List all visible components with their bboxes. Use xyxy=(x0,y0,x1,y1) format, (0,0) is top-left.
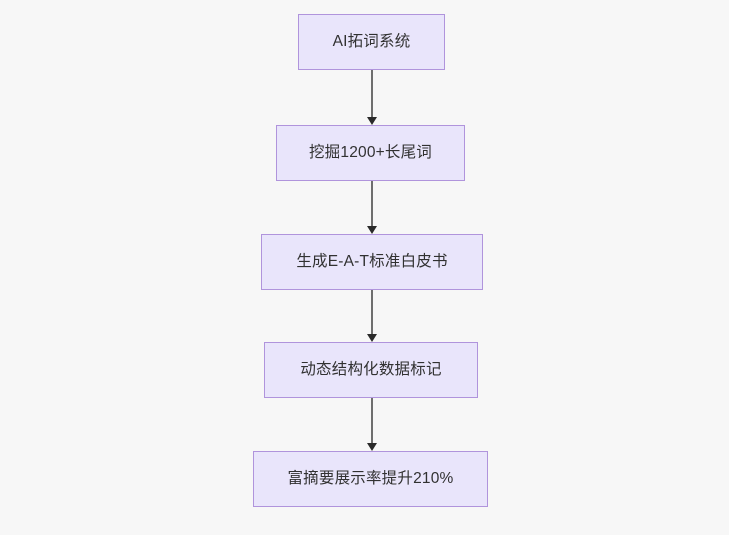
edge-line xyxy=(371,290,373,335)
flowchart-edge-n3-n4 xyxy=(367,290,377,342)
edge-line xyxy=(371,70,373,118)
edge-line xyxy=(371,398,373,444)
flowchart-node-label: 挖掘1200+长尾词 xyxy=(308,144,433,162)
flowchart-node-n3[interactable]: 生成E-A-T标准白皮书 xyxy=(261,234,483,290)
edge-line xyxy=(371,181,373,227)
flowchart-edge-n2-n3 xyxy=(367,181,377,234)
flowchart-node-n5[interactable]: 富摘要展示率提升210% xyxy=(253,451,488,507)
arrow-down-icon xyxy=(367,117,377,125)
flowchart-edge-n1-n2 xyxy=(367,70,377,125)
flowchart-node-n2[interactable]: 挖掘1200+长尾词 xyxy=(276,125,465,181)
flowchart-node-label: AI拓词系统 xyxy=(332,33,411,51)
flowchart-node-n4[interactable]: 动态结构化数据标记 xyxy=(264,342,478,398)
arrow-down-icon xyxy=(367,226,377,234)
flowchart-node-label: 生成E-A-T标准白皮书 xyxy=(296,253,448,271)
flowchart-node-n1[interactable]: AI拓词系统 xyxy=(298,14,445,70)
flowchart-node-label: 动态结构化数据标记 xyxy=(300,361,442,379)
flowchart-node-label: 富摘要展示率提升210% xyxy=(287,470,454,488)
flowchart-edge-n4-n5 xyxy=(367,398,377,451)
arrow-down-icon xyxy=(367,334,377,342)
arrow-down-icon xyxy=(367,443,377,451)
